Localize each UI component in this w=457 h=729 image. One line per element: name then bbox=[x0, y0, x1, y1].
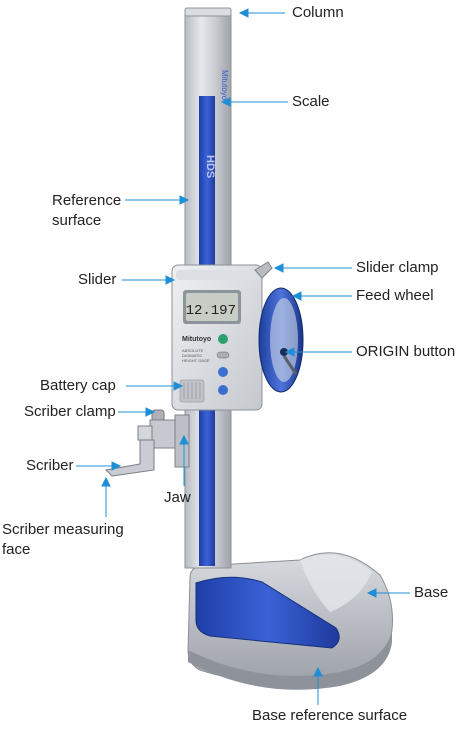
label-slider: Slider bbox=[78, 271, 117, 288]
origin-button[interactable] bbox=[218, 367, 228, 377]
label-scriber: Scriber bbox=[26, 457, 74, 474]
mode-button[interactable] bbox=[216, 351, 230, 359]
column-brand-text: Mitutoyo bbox=[220, 70, 229, 101]
label-scriber-clamp: Scriber clamp bbox=[24, 403, 116, 420]
label-slider-clamp: Slider clamp bbox=[356, 259, 439, 276]
on-off-button[interactable] bbox=[218, 334, 228, 344]
label-base-reference-surface: Base reference surface bbox=[252, 707, 408, 724]
slider-brand-text: Mitutoyo bbox=[182, 336, 211, 343]
label-scriber-measuring-face: Scriber measuring face bbox=[2, 521, 124, 558]
display-window: 12.197 bbox=[183, 290, 241, 324]
scriber bbox=[104, 439, 155, 477]
label-feed-wheel: Feed wheel bbox=[356, 287, 434, 304]
control-buttons bbox=[216, 334, 230, 395]
scriber-clamp bbox=[137, 409, 179, 449]
label-base: Base bbox=[414, 584, 449, 601]
base-blue-insert bbox=[195, 576, 340, 649]
display-reading: 12.197 bbox=[186, 303, 236, 319]
label-battery-cap: Battery cap bbox=[40, 377, 116, 394]
feed-wheel bbox=[258, 287, 304, 393]
label-reference-surface: Reference surface bbox=[52, 192, 122, 229]
label-column: Column bbox=[292, 4, 344, 21]
leader-lines bbox=[76, 8, 410, 705]
label-scale: Scale bbox=[292, 93, 330, 110]
preset-button[interactable] bbox=[218, 385, 228, 395]
slider-clamp bbox=[254, 261, 273, 279]
label-jaw: Jaw bbox=[164, 489, 191, 506]
column-model-text: HDS bbox=[204, 155, 216, 178]
label-origin-button: ORIGIN button bbox=[356, 343, 456, 360]
battery-cap bbox=[179, 379, 205, 403]
